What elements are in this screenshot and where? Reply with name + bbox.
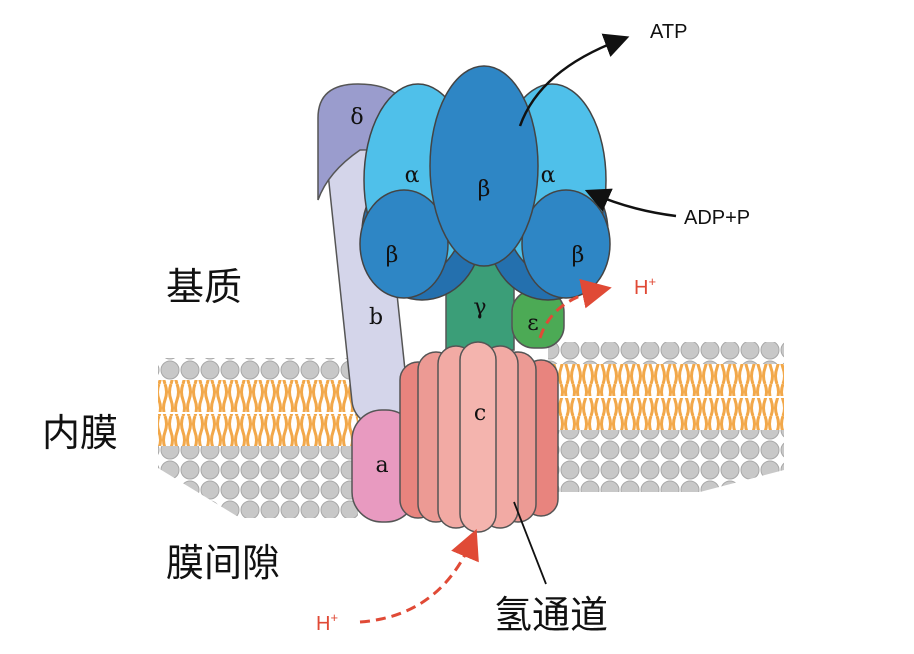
label-alpha-right: α xyxy=(541,163,556,188)
label-h-channel: 氢通道 xyxy=(494,593,608,637)
label-a: a xyxy=(375,453,388,478)
h-channel-pointer: 氢通道 xyxy=(494,501,608,637)
label-inner-membrane: 内膜 xyxy=(42,411,118,455)
c-ring: c xyxy=(399,341,559,533)
label-h-plus-top: H+ xyxy=(634,274,656,299)
membrane-right xyxy=(548,342,784,492)
f1-head: α α β β β xyxy=(359,65,611,301)
label-delta: δ xyxy=(350,105,363,130)
h-top-sup: + xyxy=(648,274,656,289)
label-matrix: 基质 xyxy=(166,265,242,309)
proton-arrow-in: H+ xyxy=(316,528,479,635)
label-beta-right: β xyxy=(572,243,585,268)
label-atp: ATP xyxy=(650,21,687,43)
label-beta-center: β xyxy=(478,177,491,202)
label-intermembrane-space: 膜间隙 xyxy=(166,541,280,585)
label-b: b xyxy=(369,305,383,330)
h-top-base: H xyxy=(634,277,648,299)
label-h-plus-bottom: H+ xyxy=(316,610,338,635)
label-beta-left: β xyxy=(386,243,399,268)
label-epsilon: ε xyxy=(527,311,538,336)
label-alpha-left: α xyxy=(405,163,420,188)
adp-arrow: ADP+P xyxy=(584,188,750,229)
h-bottom-sup: + xyxy=(330,610,338,625)
label-gamma: γ xyxy=(473,295,486,320)
label-c: c xyxy=(474,401,486,426)
membrane-left xyxy=(158,358,358,518)
label-adp-p: ADP+P xyxy=(684,207,750,229)
atp-arrow: ATP xyxy=(518,21,687,127)
h-bottom-base: H xyxy=(316,613,330,635)
proton-arrow-out: H+ xyxy=(538,274,656,339)
